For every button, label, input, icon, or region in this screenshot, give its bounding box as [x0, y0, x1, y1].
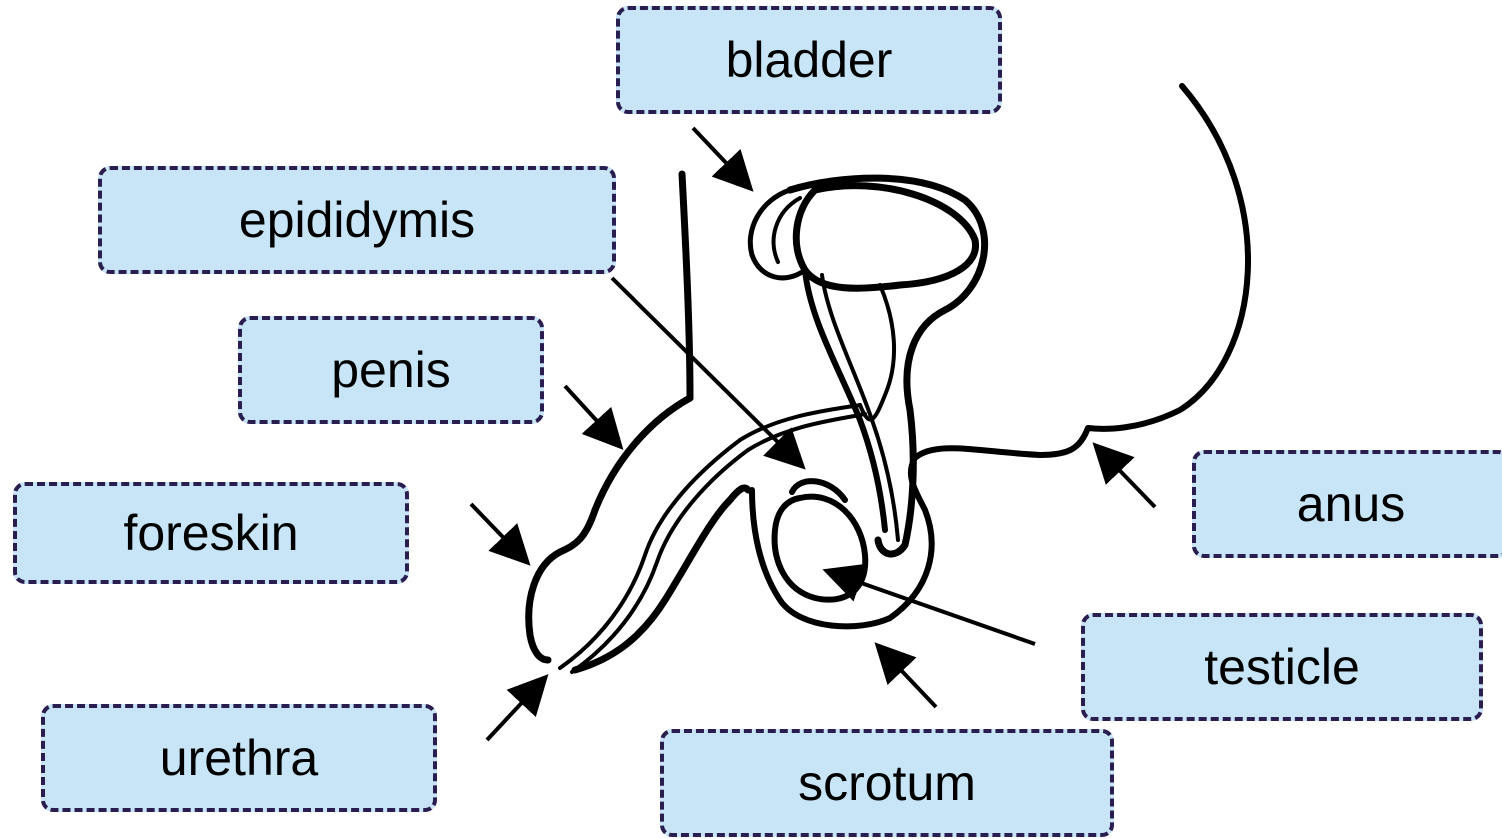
label-testicle-text: testicle	[1204, 638, 1360, 696]
label-anus: anus	[1192, 450, 1502, 558]
label-penis-text: penis	[331, 341, 451, 399]
label-bladder-text: bladder	[726, 31, 893, 89]
testicle-shape	[775, 497, 866, 600]
bladder-body	[796, 186, 975, 289]
urethra-tube-outer	[560, 405, 860, 668]
foreskin-pointer	[471, 504, 525, 560]
label-foreskin: foreskin	[13, 482, 409, 584]
back-outline	[752, 86, 1248, 626]
scrotum-pointer	[880, 648, 936, 707]
penis-outline-lower	[575, 488, 748, 670]
bladder-pointer	[693, 128, 748, 186]
penis-pointer	[565, 386, 618, 444]
label-scrotum-text: scrotum	[798, 754, 976, 812]
label-testicle: testicle	[1081, 613, 1483, 721]
abdomen-front-outline	[682, 174, 690, 398]
label-epididymis-text: epididymis	[239, 191, 475, 249]
label-urethra: urethra	[41, 704, 437, 812]
label-scrotum: scrotum	[660, 729, 1114, 837]
urethra-pointer	[487, 680, 543, 740]
label-bladder: bladder	[616, 6, 1002, 114]
label-epididymis: epididymis	[98, 166, 616, 274]
label-urethra-text: urethra	[160, 729, 318, 787]
label-anus-text: anus	[1297, 475, 1405, 533]
label-foreskin-text: foreskin	[123, 504, 298, 562]
vas-deferens-left	[805, 270, 885, 530]
urethra-tube-inner	[572, 414, 865, 672]
label-penis: penis	[238, 316, 544, 424]
anus-pointer	[1098, 448, 1155, 507]
testicle-pointer	[830, 572, 1035, 644]
